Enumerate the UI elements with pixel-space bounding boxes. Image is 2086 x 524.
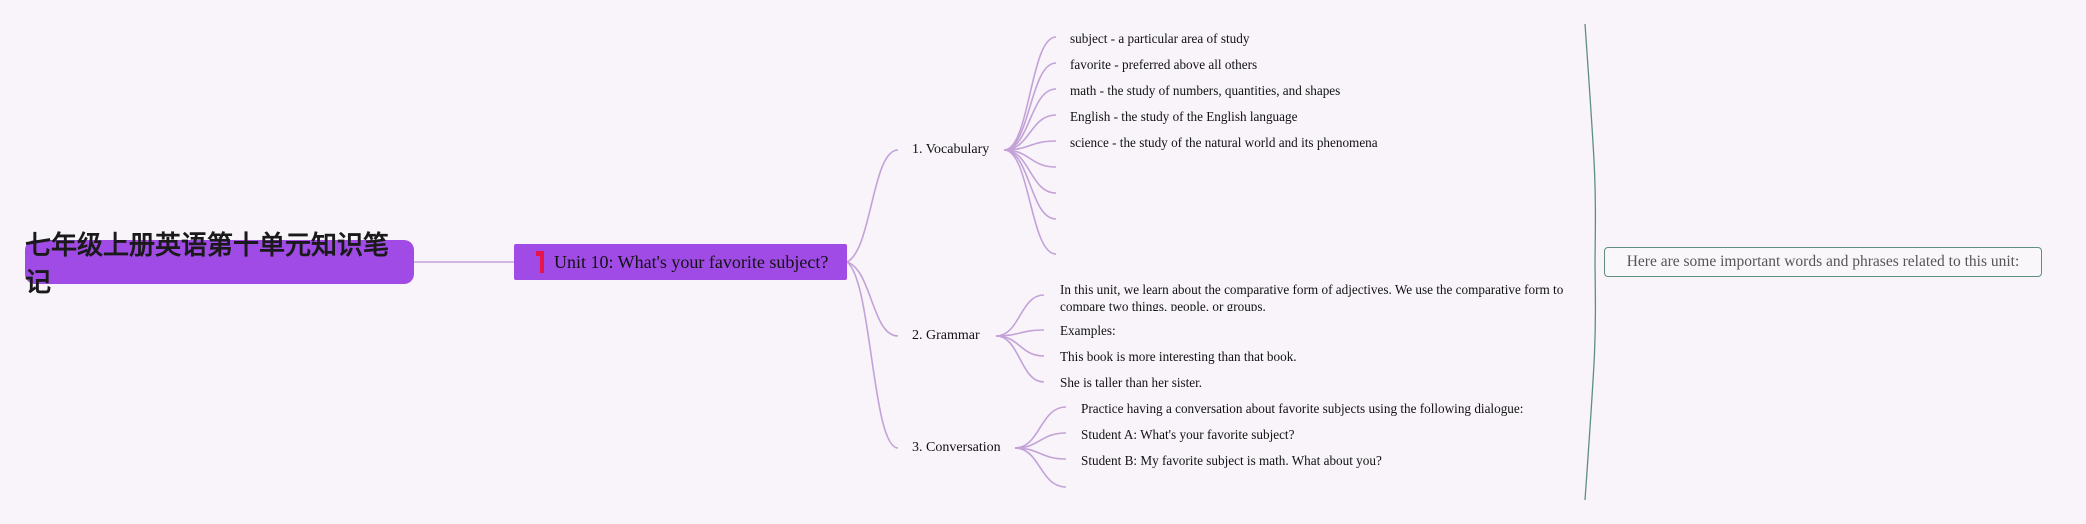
- vocabulary-item[interactable]: subject - a particular area of study: [1070, 31, 1250, 46]
- grammar-item[interactable]: Examples:: [1060, 323, 1116, 338]
- grammar-item[interactable]: She is taller than her sister.: [1060, 375, 1203, 390]
- vocabulary-item[interactable]: English - the study of the English langu…: [1070, 109, 1298, 124]
- grammar-item[interactable]: This book is more interesting than that …: [1060, 349, 1297, 364]
- conversation-item[interactable]: Student B: My favorite subject is math. …: [1081, 453, 1382, 468]
- vocabulary-item[interactable]: science - the study of the natural world…: [1070, 135, 1378, 150]
- section-conversation[interactable]: 3. Conversation: [912, 440, 1001, 455]
- conversation-item[interactable]: Practice having a conversation about fav…: [1081, 401, 1524, 416]
- summary-bracket: [1584, 23, 1597, 501]
- unit-grammar-connector: [846, 261, 899, 337]
- section-vocabulary[interactable]: 1. Vocabulary: [912, 142, 990, 157]
- root-topic[interactable]: 七年级上册英语第十单元知识笔记: [25, 231, 414, 298]
- unit-conversation-connector: [846, 261, 899, 449]
- summary-callout[interactable]: Here are some important words and phrase…: [1604, 247, 2042, 277]
- vocabulary-item[interactable]: favorite - preferred above all others: [1070, 57, 1258, 72]
- flag-icon: [536, 251, 546, 273]
- unit-topic-label: Unit 10: What's your favorite subject?: [554, 251, 829, 272]
- unit-vocabulary-connector: [846, 149, 899, 263]
- conversation-item[interactable]: Student A: What's your favorite subject?: [1081, 427, 1295, 442]
- unit-topic[interactable]: Unit 10: What's your favorite subject?: [514, 244, 847, 280]
- section-grammar[interactable]: 2. Grammar: [912, 328, 980, 343]
- vocabulary-item[interactable]: math - the study of numbers, quantities,…: [1070, 83, 1341, 98]
- root-topic-label: 七年级上册英语第十单元知识笔记: [25, 231, 390, 298]
- summary-callout-text: Here are some important words and phrase…: [1626, 253, 2020, 270]
- grammar-item[interactable]: In this unit, we learn about the compara…: [1060, 282, 1564, 311]
